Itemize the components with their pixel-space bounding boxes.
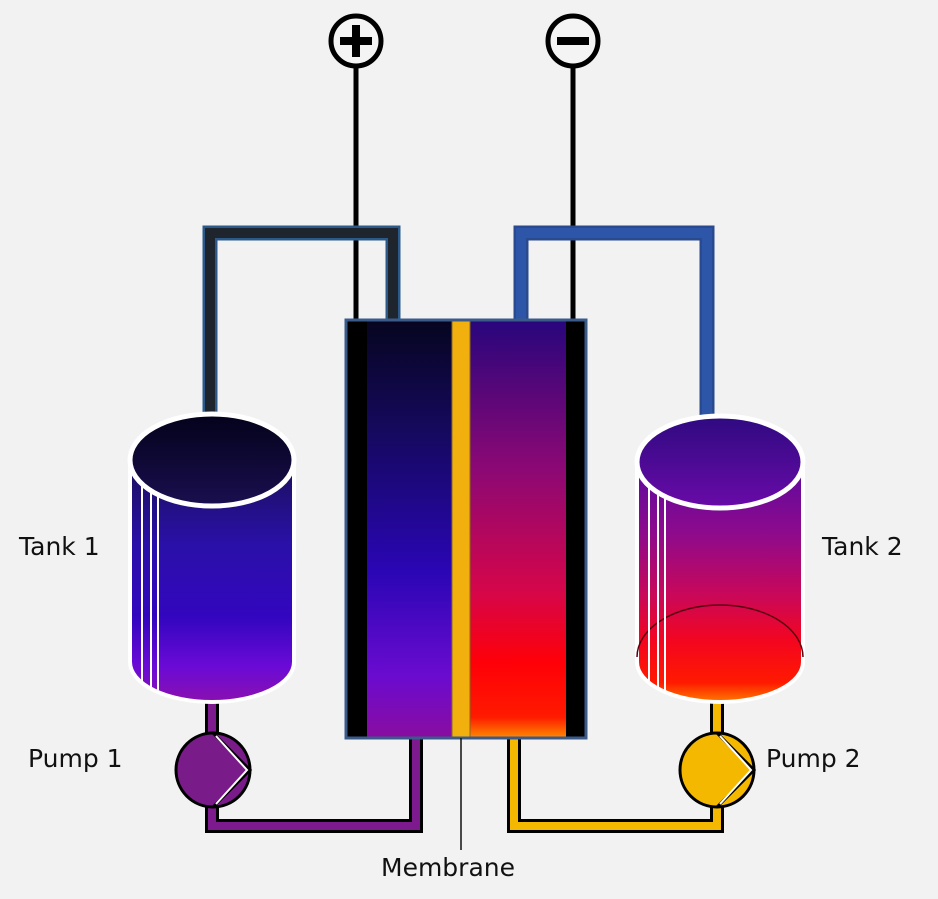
tank-1 [127, 411, 297, 704]
tank-2 [634, 413, 806, 704]
membrane [451, 319, 471, 739]
negative-terminal-icon [545, 13, 601, 69]
positive-electrode [346, 320, 367, 738]
pump-1-label: Pump 1 [28, 744, 123, 773]
negative-electrode [566, 320, 586, 738]
tank-1-label: Tank 1 [19, 532, 100, 561]
pump-1-icon [174, 731, 253, 809]
tank-2-label: Tank 2 [822, 532, 903, 561]
pump-2-icon [678, 731, 757, 809]
positive-terminal-icon [328, 13, 384, 69]
pump-2-label: Pump 2 [766, 744, 861, 773]
membrane-label: Membrane [381, 853, 515, 882]
cell-stack [344, 318, 588, 740]
